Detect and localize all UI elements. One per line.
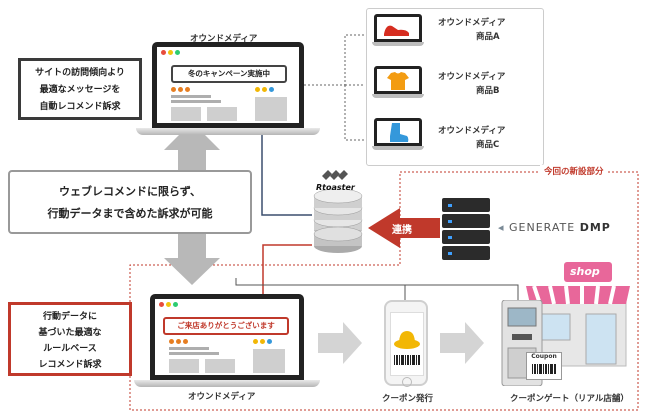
content-dots-right bbox=[253, 339, 272, 344]
rtoaster-label: Rtoaster bbox=[316, 183, 355, 192]
grey-arrow-2 bbox=[440, 322, 484, 364]
product-b-laptop bbox=[372, 66, 424, 98]
link-label: 連携 bbox=[392, 225, 412, 236]
product-link-dots bbox=[300, 34, 365, 141]
callout-top-left: サイトの訪問傾向より 最適なメッセージを 自動レコメンド訴求 bbox=[18, 58, 142, 120]
red-shoe-icon bbox=[384, 25, 409, 36]
smartphone bbox=[384, 300, 428, 387]
gold-cap-icon bbox=[394, 331, 420, 349]
content-dots bbox=[169, 339, 188, 344]
arrow-up-head bbox=[164, 122, 220, 150]
coupon-ticket: Coupon bbox=[526, 352, 562, 380]
shop-sign: shop bbox=[570, 265, 600, 278]
rtoaster-server: Rtoaster bbox=[312, 170, 364, 256]
bottom-laptop-screen: ご来店ありがとうございます bbox=[150, 294, 304, 380]
new-section-label: 今回の新設部分 bbox=[540, 165, 608, 177]
callout-center: ウェブレコメンドに限らず、 行動データまで含めた訴求が可能 bbox=[8, 170, 252, 234]
rtoaster-database-icon bbox=[313, 170, 363, 253]
window-dots bbox=[161, 50, 180, 55]
top-laptop-title: オウンドメディア bbox=[190, 34, 258, 44]
device-connector bbox=[235, 278, 519, 300]
generate-dmp-logo: ◂ GENERATE DMP bbox=[498, 221, 611, 234]
barcode-icon bbox=[394, 355, 420, 365]
product-b-line2: 商品B bbox=[476, 86, 500, 96]
top-laptop-screen: 冬のキャンペーン実施中 bbox=[152, 42, 304, 128]
product-a-laptop bbox=[372, 14, 424, 46]
product-a-line2: 商品A bbox=[476, 32, 500, 42]
callout-bottom-left: 行動データに 基づいた最適な ルールベース レコメンド訴求 bbox=[8, 302, 132, 376]
ticket-barcode-icon bbox=[532, 364, 556, 374]
top-laptop-message: 冬のキャンペーン実施中 bbox=[171, 65, 287, 83]
bottom-laptop-title: オウンドメディア bbox=[188, 392, 256, 402]
grey-arrow-1 bbox=[318, 322, 362, 364]
content-dots-right bbox=[255, 87, 274, 92]
blue-boot-icon bbox=[390, 123, 409, 142]
dmp-server-rack bbox=[442, 198, 490, 260]
arrow-down-head bbox=[164, 258, 220, 285]
orange-shirt-icon bbox=[387, 72, 409, 90]
product-b-line1: オウンドメディア bbox=[438, 72, 506, 82]
top-laptop-base bbox=[136, 128, 320, 135]
coupon-gate-label: クーポンゲート（リアル店舗） bbox=[510, 394, 629, 404]
red-link-arrow bbox=[368, 208, 440, 248]
product-c-laptop bbox=[372, 118, 424, 150]
product-a-line1: オウンドメディア bbox=[438, 18, 506, 28]
bottom-laptop-base bbox=[134, 380, 320, 387]
product-c-line2: 商品C bbox=[476, 140, 500, 150]
coupon-issue-label: クーポン発行 bbox=[382, 394, 434, 404]
content-dots bbox=[171, 87, 190, 92]
window-dots bbox=[159, 302, 178, 307]
generate-dmp-mark: ◂ bbox=[498, 221, 505, 234]
bottom-laptop-message: ご来店ありがとうございます bbox=[163, 317, 289, 335]
new-section-boundary bbox=[129, 171, 639, 411]
product-c-line1: オウンドメディア bbox=[438, 126, 506, 136]
